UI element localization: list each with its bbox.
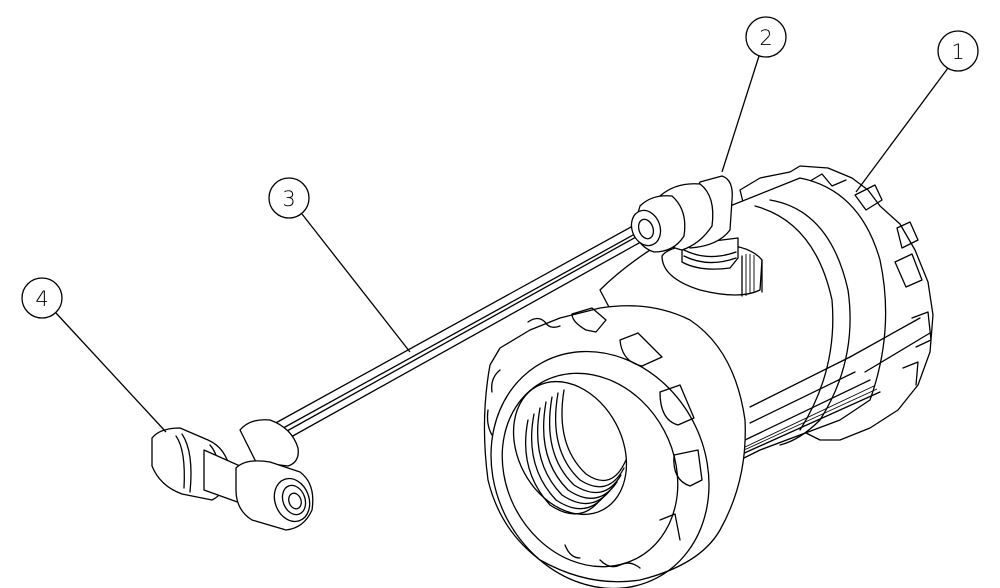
balloon-1-circle: [937, 30, 979, 72]
leader-line-4: [55, 312, 167, 433]
balloon-4-label: 4: [35, 287, 48, 311]
elbow-fitting-top: [630, 175, 739, 270]
elbow-fitting-end: [151, 419, 314, 531]
balloon-2: 2: [721, 16, 787, 173]
balloon-3: 3: [268, 177, 411, 353]
balloon-1: 1: [855, 30, 979, 193]
balloon-4: 4: [21, 277, 167, 433]
balloon-2-label: 2: [759, 26, 772, 50]
balloon-3-label: 3: [282, 187, 295, 211]
balloon-4-circle: [21, 277, 63, 319]
balloon-3-circle: [268, 177, 310, 219]
leader-line-2: [721, 55, 760, 173]
balloon-1-label: 1: [951, 40, 964, 64]
balloon-2-circle: [745, 16, 787, 58]
leader-line-1: [855, 67, 949, 193]
leader-line-3: [301, 213, 411, 353]
main-housing: [483, 165, 934, 588]
